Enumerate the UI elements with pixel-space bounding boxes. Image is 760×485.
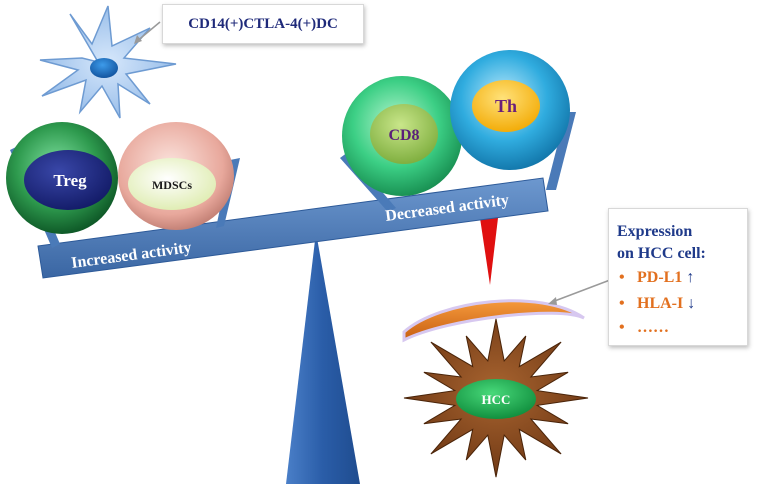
bullet: • bbox=[619, 269, 625, 286]
expression-box: Expression on HCC cell: •PD-L1↑ •HLA-I↓ … bbox=[608, 208, 748, 346]
expression-item-label: HLA-I bbox=[637, 295, 684, 312]
balance-beam bbox=[37, 177, 549, 279]
up-arrow-icon: ↑ bbox=[686, 269, 695, 286]
cd8-cell bbox=[342, 76, 462, 196]
expression-pointer-line bbox=[551, 279, 611, 303]
treg-label: Treg bbox=[53, 171, 87, 190]
right-cup-arm-inner bbox=[546, 112, 576, 190]
red-spike bbox=[480, 218, 498, 285]
dc-pointer-arrowhead bbox=[134, 35, 142, 44]
expression-item-pdl1: • PD-L1↑ bbox=[619, 269, 694, 287]
cd8-label: CD8 bbox=[388, 127, 419, 144]
treg-cell bbox=[6, 122, 118, 234]
mdscs-label: MDSCs bbox=[152, 178, 192, 192]
expression-item-more: • …… bbox=[619, 319, 669, 337]
dendritic-cell-nucleus bbox=[90, 58, 118, 78]
dendritic-cell bbox=[39, 5, 177, 119]
expression-item-hla1: • HLA-I↓ bbox=[619, 295, 695, 313]
bullet: • bbox=[619, 319, 625, 336]
receptor-arc bbox=[402, 299, 585, 343]
expression-pointer-arrowhead bbox=[548, 297, 557, 305]
hcc-nucleus bbox=[456, 379, 536, 419]
expression-item-label: PD-L1 bbox=[637, 269, 683, 286]
th-cell bbox=[450, 50, 570, 170]
expression-item-label: …… bbox=[637, 319, 669, 336]
balance-fulcrum bbox=[286, 232, 360, 484]
dc-label-box: CD14(+)CTLA-4(+)DC bbox=[162, 4, 364, 44]
bullet: • bbox=[619, 295, 625, 312]
th-label: Th bbox=[495, 96, 517, 116]
hcc-label: HCC bbox=[482, 392, 511, 407]
down-arrow-icon: ↓ bbox=[687, 295, 696, 312]
expression-title-line1: Expression bbox=[617, 223, 693, 240]
mdscs-cell bbox=[118, 122, 234, 230]
expression-title-line2: on HCC cell: bbox=[617, 245, 706, 262]
expression-title: Expression on HCC cell: bbox=[617, 221, 745, 265]
dc-label-text: CD14(+)CTLA-4(+)DC bbox=[188, 15, 338, 32]
